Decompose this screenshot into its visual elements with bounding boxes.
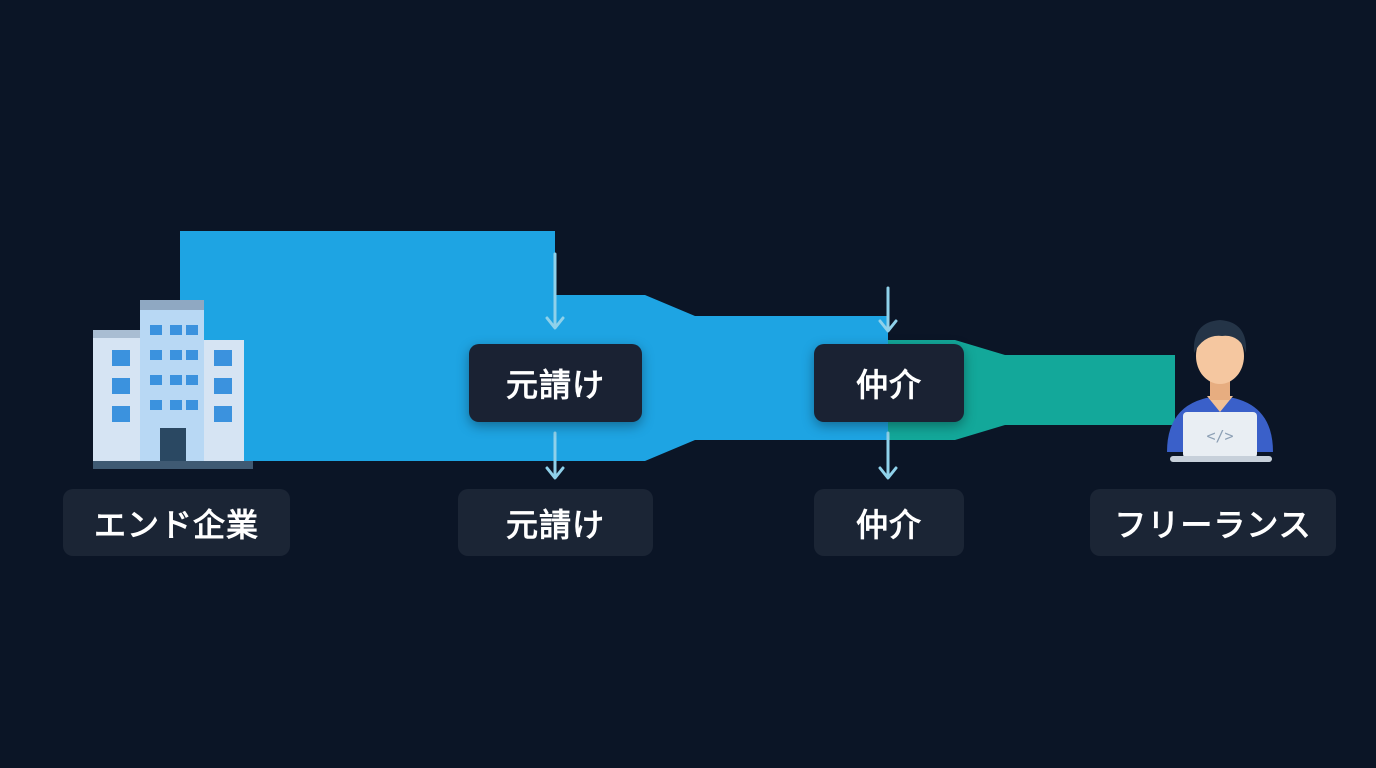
- label-agent: 仲介: [814, 489, 964, 556]
- laptop-code-symbol: </>: [1206, 427, 1233, 445]
- node-agent-on-flow: 仲介: [814, 344, 964, 422]
- arrow-down-icon: [545, 252, 565, 330]
- developer-with-laptop-icon: </>: [1167, 320, 1273, 462]
- node-prime-contractor-on-flow: 元請け: [469, 344, 642, 422]
- label-end-company: エンド企業: [63, 489, 290, 556]
- label-freelance: フリーランス: [1090, 489, 1336, 556]
- arrow-down-icon: [878, 431, 898, 480]
- office-building-icon: [93, 300, 253, 469]
- label-prime-contractor: 元請け: [458, 489, 653, 556]
- arrow-down-icon: [545, 431, 565, 480]
- arrow-down-icon: [878, 286, 898, 333]
